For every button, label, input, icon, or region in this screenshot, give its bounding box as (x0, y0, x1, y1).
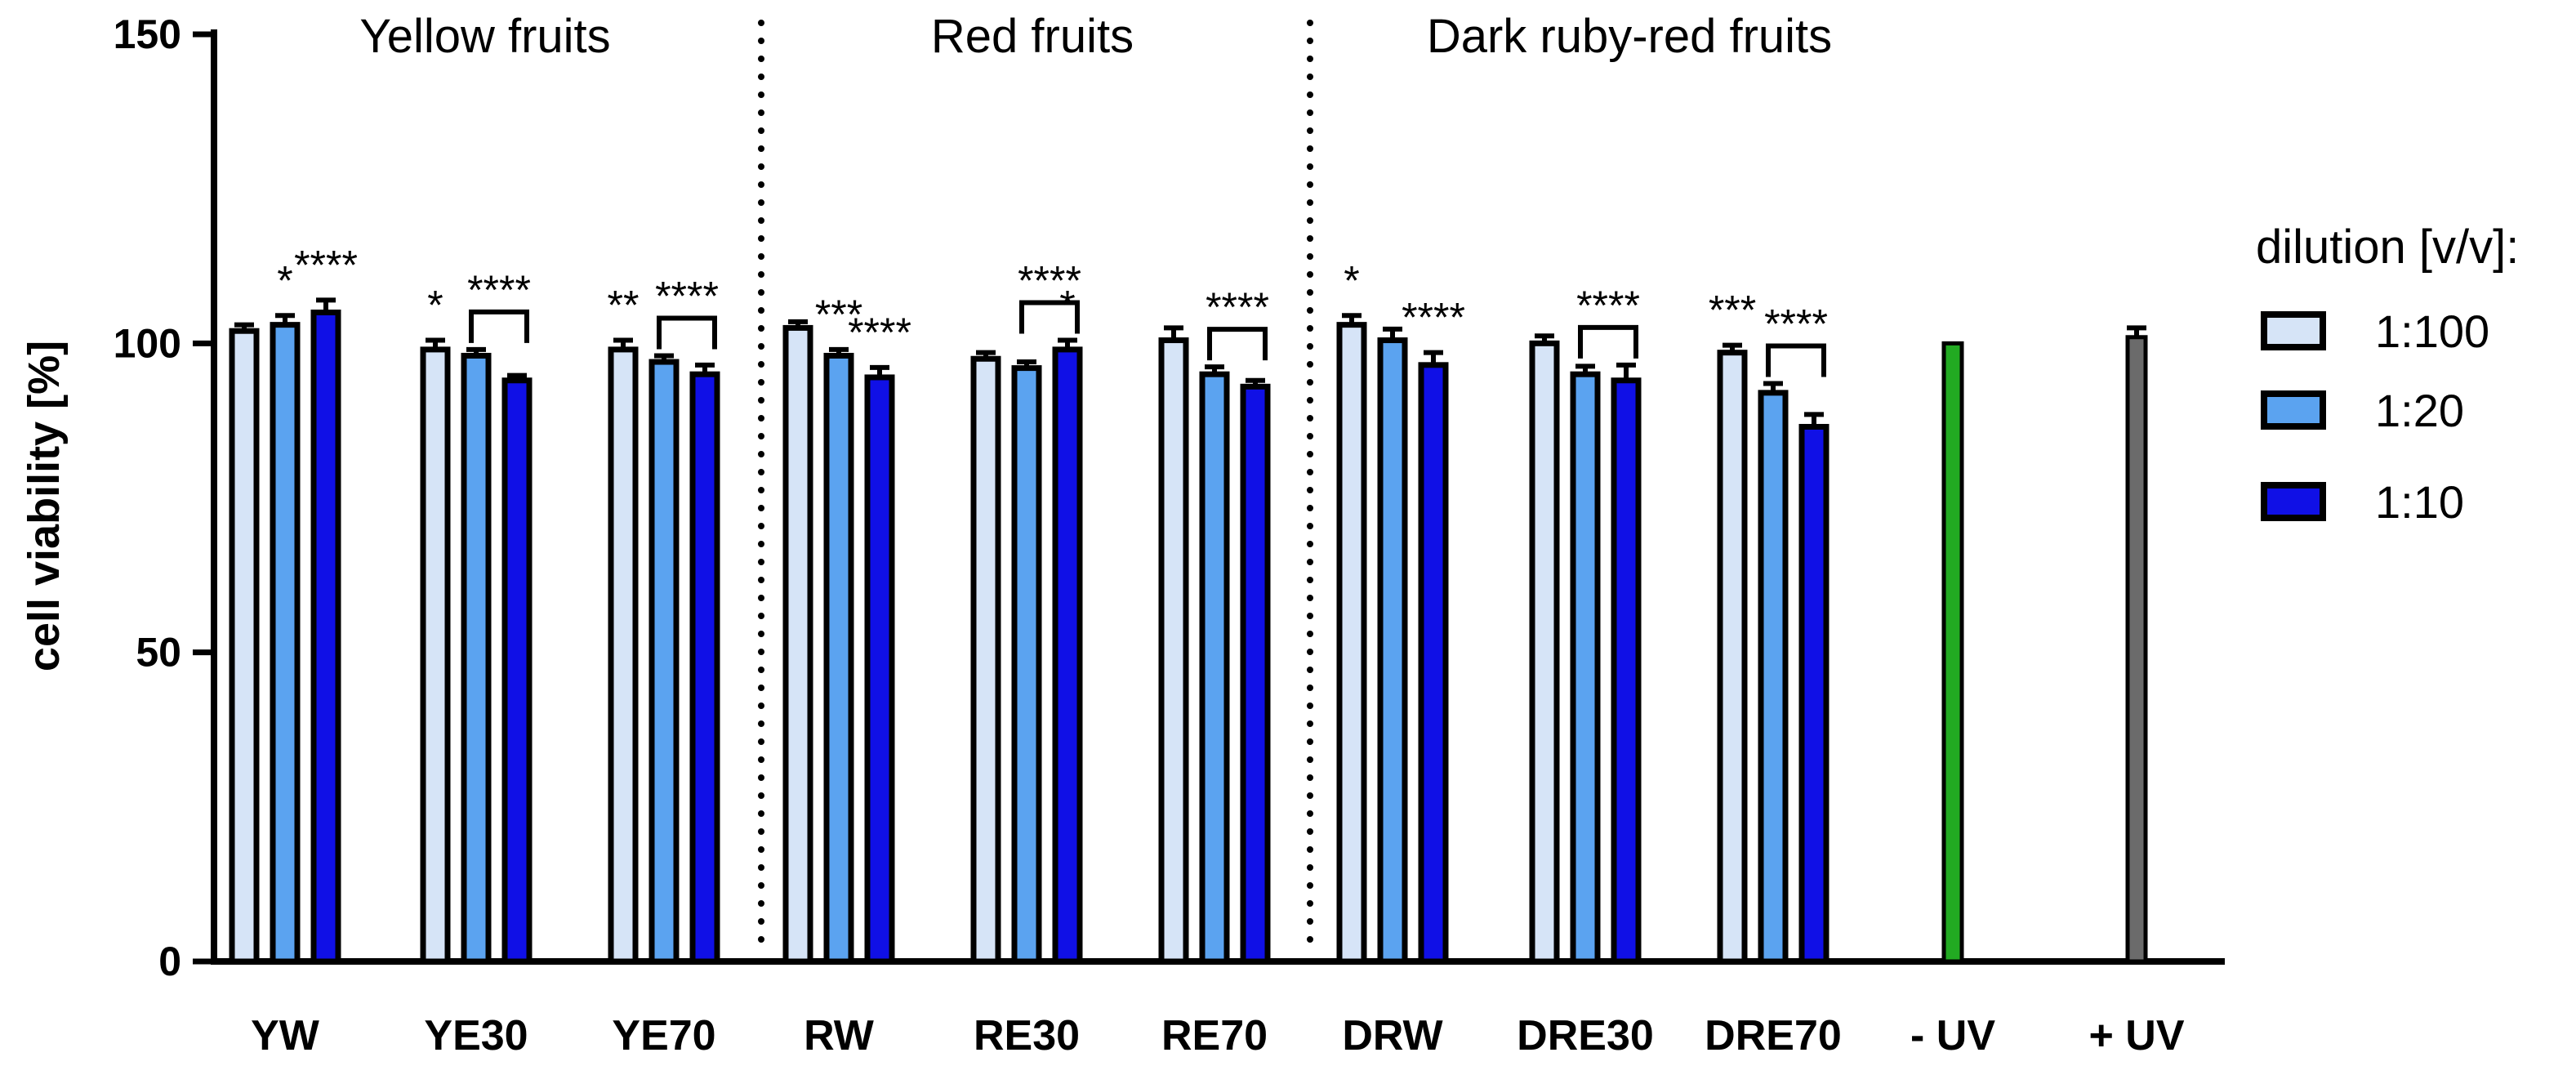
legend-swatch (2261, 482, 2326, 521)
significance-label: ** (608, 283, 640, 328)
group-header: Yellow fruits (359, 10, 610, 63)
significance-label: **** (467, 267, 531, 313)
group-header: Red fruits (931, 10, 1134, 63)
group-header: Dark ruby-red fruits (1427, 10, 1832, 63)
x-tick-label: RE30 (974, 1012, 1080, 1059)
significance-bracket (1019, 300, 1080, 334)
bar-1-10 (501, 377, 533, 965)
significance-bracket (1578, 324, 1638, 359)
x-tick-label: RE70 (1161, 1012, 1268, 1059)
y-tick-label: 100 (114, 320, 181, 366)
bar-1-100 (1158, 337, 1189, 965)
bar-1-10 (689, 371, 720, 965)
significance-label: * (277, 257, 292, 303)
bar-1-20 (1377, 337, 1408, 965)
legend-swatch (2261, 390, 2326, 430)
bar-1-20 (648, 359, 680, 965)
x-tick-label: YE30 (424, 1012, 528, 1059)
y-axis-label: cell viability [%] (20, 341, 69, 671)
bar-1-10 (1418, 362, 1449, 965)
bar-1-100 (1336, 322, 1367, 965)
y-tick-label: 50 (136, 630, 181, 676)
bar-1-100 (608, 346, 639, 965)
bar-1-10 (1611, 377, 1642, 965)
bar-1-20 (1011, 365, 1042, 965)
x-tick-label: RW (804, 1012, 875, 1059)
bar-1-100 (782, 324, 813, 965)
legend-title: dilution [v/v]: (2256, 221, 2519, 274)
bar-1-10 (310, 310, 341, 965)
bar-1-10 (1240, 383, 1271, 965)
bar-1-20 (270, 322, 301, 965)
bar-control-minus-uv (1941, 341, 1964, 964)
bar-1-10 (864, 374, 895, 965)
bar-1-20 (823, 352, 854, 965)
bar-1-20 (1570, 371, 1601, 965)
bar-control-plus-uv (2125, 335, 2148, 964)
legend-label: 1:10 (2375, 476, 2464, 528)
significance-label: * (1344, 257, 1359, 303)
significance-label: **** (655, 273, 719, 319)
significance-bracket (657, 315, 717, 350)
significance-label: **** (1576, 283, 1640, 328)
significance-label: * (427, 283, 443, 328)
significance-label: **** (1206, 284, 1269, 330)
significance-label: **** (1764, 301, 1828, 347)
bar-1-10 (1798, 423, 1829, 965)
bar-1-20 (461, 352, 492, 965)
x-tick-label: YW (251, 1012, 320, 1059)
significance-label: **** (1402, 295, 1465, 341)
x-tick-label: + UV (2088, 1012, 2184, 1059)
x-tick-label: DRW (1342, 1012, 1443, 1059)
y-tick-label: 0 (158, 939, 181, 984)
significance-bracket (1207, 327, 1268, 361)
bar-1-10 (1052, 346, 1083, 965)
x-tick-label: - UV (1910, 1012, 1995, 1059)
significance-label: **** (294, 242, 358, 288)
x-tick-label: YE70 (612, 1012, 715, 1059)
bar-1-100 (970, 355, 1001, 965)
bar-1-100 (420, 346, 451, 965)
significance-bracket (469, 309, 529, 343)
legend-label: 1:100 (2375, 306, 2489, 357)
bar-1-100 (229, 328, 260, 965)
bar-1-20 (1199, 371, 1230, 965)
significance-label: *** (815, 292, 862, 337)
significance-label: **** (848, 310, 911, 355)
significance-bracket (1766, 343, 1826, 377)
legend-label: 1:20 (2375, 385, 2464, 436)
bar-1-100 (1529, 340, 1560, 965)
y-tick-label: 150 (114, 11, 181, 57)
bar-1-20 (1758, 390, 1789, 965)
x-tick-label: DRE30 (1517, 1012, 1654, 1059)
legend-swatch (2261, 311, 2326, 350)
x-tick-label: DRE70 (1705, 1012, 1842, 1059)
significance-label: **** (1018, 258, 1081, 304)
bar-1-100 (1717, 350, 1748, 965)
significance-label: *** (1709, 288, 1756, 333)
